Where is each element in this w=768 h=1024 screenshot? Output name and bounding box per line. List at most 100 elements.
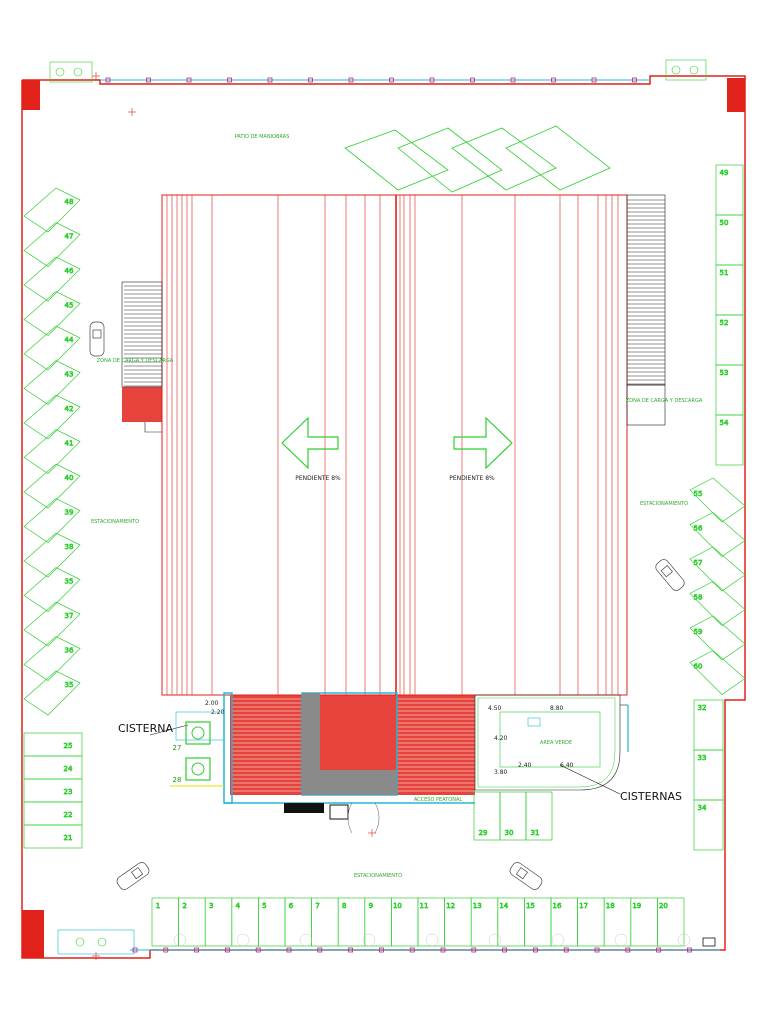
fence-post: [348, 947, 354, 953]
stall-number: 43: [65, 371, 74, 379]
fence-post: [687, 947, 692, 953]
parking-stall: [693, 799, 724, 851]
stall-number: 46: [65, 267, 74, 275]
estacionamiento-right-label: ESTACIONAMIENTO: [640, 501, 688, 507]
parking-stall: [23, 360, 81, 405]
parking-stall: [23, 187, 81, 233]
fence-post: [348, 77, 354, 83]
parking-stall: [23, 567, 81, 612]
stall-number: 25: [64, 742, 73, 750]
stall-number: 7: [315, 902, 319, 910]
stall-number: 39: [65, 509, 74, 517]
dim-240: 2.40: [518, 762, 532, 769]
fence-post: [105, 77, 111, 83]
truck-stalls-top: [344, 125, 611, 193]
fence-post: [227, 77, 232, 83]
parking-stall: [23, 291, 81, 336]
front-block: ACCESO PEATONAL: [223, 692, 475, 834]
stall-number: 21: [64, 834, 73, 842]
parking-stall: [23, 636, 81, 681]
stall-number: 23: [64, 788, 73, 796]
fence-post: [267, 77, 273, 83]
stall-number: 22: [64, 811, 73, 819]
tree-icon: [677, 933, 691, 947]
tree-icon: [614, 933, 628, 947]
stall-number: 56: [694, 525, 703, 533]
stall-number: 42: [65, 405, 74, 413]
stall-number: 38: [65, 543, 74, 551]
fence-post: [594, 947, 600, 953]
corner-column-tl: [22, 80, 40, 110]
parking-stall: [715, 414, 744, 466]
gatehouse-top-left: [49, 61, 93, 83]
corner-column-bl: [22, 910, 44, 958]
fence-post: [146, 77, 151, 83]
stall-number: 12: [446, 902, 455, 910]
stall-number: 47: [65, 233, 74, 241]
stall-number: 10: [393, 902, 402, 910]
parking-stall: [23, 601, 81, 647]
tree-icon: [299, 933, 313, 947]
stall-number: 32: [698, 704, 707, 712]
stall-number: 51: [720, 269, 729, 277]
stall-number: 24: [64, 765, 73, 773]
stall-number: 28: [173, 776, 182, 784]
fence-post: [591, 77, 597, 83]
pendiente-left-label: PENDIENTE 8%: [295, 475, 341, 482]
fence-post: [378, 947, 384, 953]
dim-420: 4.20: [494, 735, 508, 742]
stall-number: 11: [420, 902, 429, 910]
stall-number: 30: [505, 829, 514, 837]
acceso-label: ACCESO PEATONAL: [414, 797, 463, 803]
stall-number: 40: [65, 474, 74, 482]
zona-carga-right-label: ZONA DE CARGA Y DESCARGA: [626, 398, 703, 404]
loading-dock-right: [626, 194, 666, 426]
fence-post: [186, 77, 192, 83]
gatehouse-bottom: [57, 929, 135, 955]
dim-380: 3.80: [494, 769, 508, 776]
tree-icon: [236, 933, 250, 947]
stall-number: 33: [698, 754, 707, 762]
stall-number: 59: [694, 628, 703, 636]
fence-post: [224, 947, 230, 953]
stall-number: 2: [182, 902, 186, 910]
fence-post: [308, 77, 313, 83]
parking-stall: [23, 670, 81, 716]
fence-post: [255, 947, 261, 953]
parking-stall: [23, 778, 83, 803]
property-boundary: [21, 75, 746, 959]
car-icon: [116, 862, 150, 890]
tree-icon: [173, 933, 187, 947]
parking-stall: [23, 256, 81, 302]
fence-post: [625, 947, 631, 953]
fence-post: [429, 77, 435, 83]
cisternas-label: CISTERNAS: [620, 790, 682, 803]
tree-icon: [425, 933, 439, 947]
stall-number: 14: [499, 902, 508, 910]
stall-number: 37: [65, 612, 74, 620]
cisterna-tanks: [170, 711, 225, 787]
stall-number: 5: [262, 902, 266, 910]
parking-stall: [23, 222, 81, 267]
stall-number: 27: [173, 744, 182, 752]
stall-number: 3: [209, 902, 213, 910]
stall-number: 35: [65, 681, 74, 689]
stall-number: 55: [694, 490, 703, 498]
parking-stall: [689, 581, 746, 626]
zona-carga-left-label: ZONA DE CARGA Y DESCARGA: [97, 358, 174, 364]
stall-number: 45: [65, 302, 74, 310]
survey-marks: [92, 72, 376, 960]
stall-number: 31: [531, 829, 540, 837]
slope-arrow-right: [453, 416, 513, 470]
fence-post: [194, 947, 200, 953]
estacionamiento-bottom-label: ESTACIONAMIENTO: [354, 873, 402, 879]
stall-number: 44: [65, 336, 74, 344]
fence-post: [471, 947, 477, 953]
stall-number: 35: [65, 578, 74, 586]
fence-post: [286, 947, 292, 953]
car-icon: [89, 321, 105, 357]
